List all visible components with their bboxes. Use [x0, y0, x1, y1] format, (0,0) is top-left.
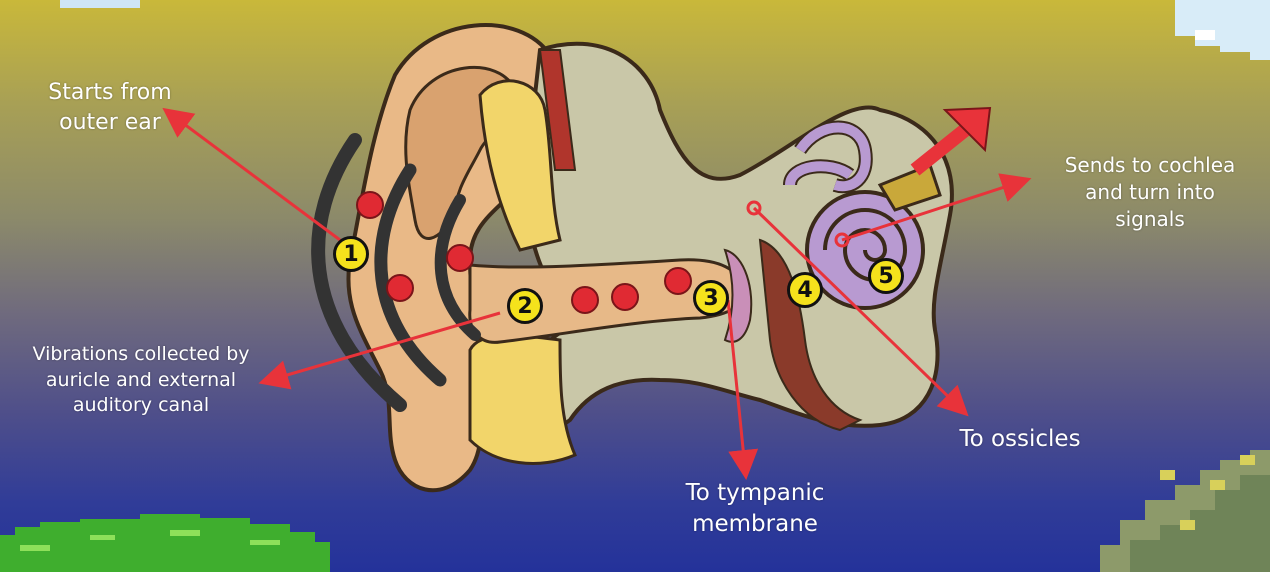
label-tympanic: To tympanic membrane: [650, 478, 860, 540]
step-badge-2: 2: [507, 288, 543, 324]
cloud-top-right: [1175, 0, 1270, 60]
step-badge-1: 1: [333, 236, 369, 272]
label-ossicles: To ossicles: [930, 424, 1110, 455]
bush-bottom-left: [0, 514, 330, 572]
tree-bottom-right: [1100, 450, 1270, 572]
cloud-top-left: [60, 0, 140, 8]
label-outer-ear: Starts from outer ear: [10, 78, 210, 137]
step-badge-5: 5: [868, 258, 904, 294]
label-cochlea: Sends to cochlea and turn into signals: [1030, 152, 1270, 233]
step-badge-3: 3: [693, 280, 729, 316]
label-vibrations: Vibrations collected by auricle and exte…: [0, 342, 282, 419]
step-badge-4: 4: [787, 272, 823, 308]
